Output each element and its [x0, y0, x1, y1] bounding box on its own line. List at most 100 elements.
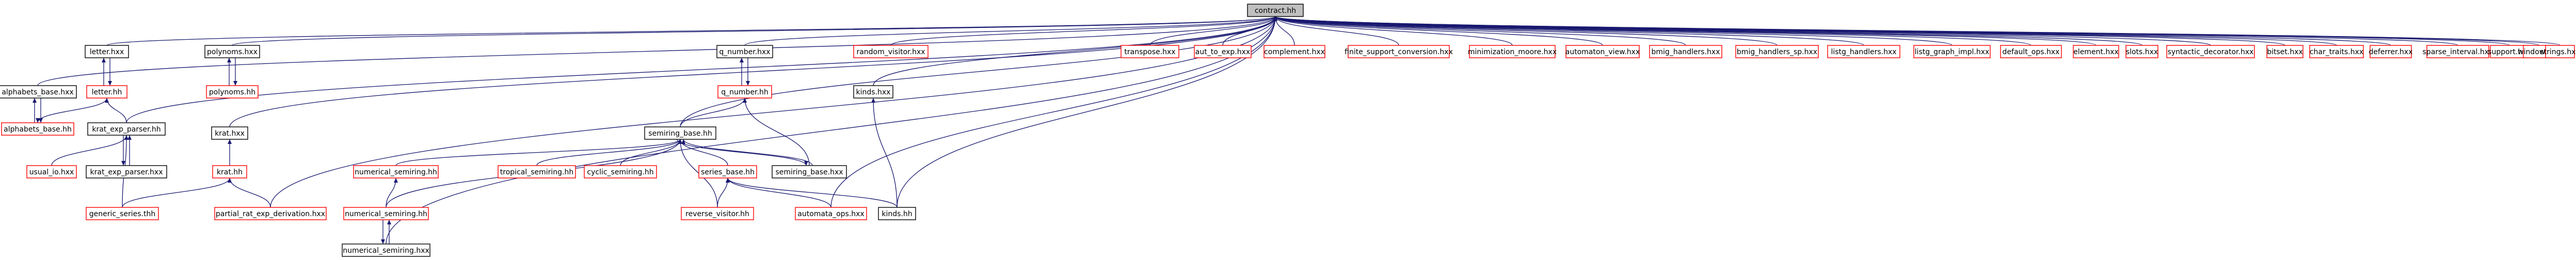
node-label: q_number.hh: [721, 88, 768, 96]
edge-krat-exp-parser-hh-to-contract-hh: [126, 16, 1277, 123]
node-box: [2166, 45, 2255, 58]
node-box: [1, 122, 74, 136]
node-complement-hxx[interactable]: complement.hxx: [1263, 45, 1325, 58]
node-krat-hxx[interactable]: krat.hxx: [211, 126, 248, 140]
node-box: [681, 207, 754, 220]
node-box: [644, 126, 716, 140]
edge-strings-hxx-to-contract-hh: [1273, 16, 2561, 46]
node-label: bmig_handlers_sp.hxx: [1737, 48, 1817, 56]
node-box: [1913, 45, 1991, 58]
node-series-base-hh[interactable]: series_base.hh: [698, 165, 757, 178]
node-label: complement.hxx: [1264, 48, 1325, 56]
node-label: partial_rat_exp_derivation.hxx: [216, 210, 325, 218]
node-box: [2000, 45, 2062, 58]
edge-semiring-base-hxx-to-q-number-hh: [743, 98, 810, 166]
node-reverse-visitor-hh[interactable]: reverse_visitor.hh: [681, 207, 754, 220]
node-minimization-moore-hxx[interactable]: minimization_moore.hxx: [1468, 45, 1557, 58]
node-label: default_ops.hxx: [2003, 48, 2060, 56]
node-slots-hxx[interactable]: slots.hxx: [2125, 45, 2158, 58]
node-semiring-base-hh[interactable]: semiring_base.hh: [644, 126, 716, 140]
node-label: syntactic_decorator.hxx: [2168, 48, 2254, 56]
node-q-number-hxx[interactable]: q_number.hxx: [716, 45, 773, 58]
node-label: transpose.hxx: [1124, 48, 1175, 56]
edge-bmig-handlers-hxx-to-contract-hh: [1273, 16, 1686, 46]
node-bmig-handlers-hxx[interactable]: bmig_handlers.hxx: [1649, 45, 1722, 58]
node-automaton-view-hxx[interactable]: automaton_view.hxx: [1565, 45, 1640, 58]
node-numerical-semiring-hh[interactable]: numerical_semiring.hh: [343, 207, 429, 220]
node-sparse-interval-hxx[interactable]: sparse_interval.hxx: [2423, 45, 2493, 58]
node-box: [86, 165, 167, 178]
node-syntactic-decorator-hxx[interactable]: syntactic_decorator.hxx: [2166, 45, 2255, 58]
node-box: [1827, 45, 1900, 58]
node-label: krat_exp_parser.hh: [92, 125, 161, 134]
node-box: [2490, 45, 2529, 58]
node-tropical-semiring-hh[interactable]: tropical_semiring.hh: [498, 165, 576, 178]
node-polynoms-hxx[interactable]: polynoms.hxx: [204, 45, 260, 58]
edge-semiring-base-hxx-to-semiring-base-hh: [681, 139, 813, 166]
node-aut-to-exp-hxx[interactable]: aut_to_exp.hxx: [1194, 45, 1252, 58]
node-letter-hxx[interactable]: letter.hxx: [85, 45, 129, 58]
node-box: [498, 165, 576, 178]
node-label: tropical_semiring.hh: [500, 168, 573, 176]
node-default-ops-hxx[interactable]: default_ops.hxx: [2000, 45, 2062, 58]
node-label: support.hxx: [2488, 48, 2531, 56]
node-partial-rat-exp-derivation-hxx[interactable]: partial_rat_exp_derivation.hxx: [214, 207, 327, 220]
node-label: krat.hh: [217, 168, 243, 176]
node-label: letter.hxx: [90, 48, 124, 56]
node-usual-io-hxx[interactable]: usual_io.hxx: [26, 165, 77, 178]
node-alphabets-base-hh[interactable]: alphabets_base.hh: [1, 122, 74, 136]
edge-automata-ops-hxx-to-series-base-hh: [726, 177, 831, 208]
node-automata-ops-hxx[interactable]: automata_ops.hxx: [795, 207, 867, 220]
edge-reverse-visitor-hh-to-series-base-hh: [717, 177, 730, 208]
node-cyclic-semiring-hh[interactable]: cyclic_semiring.hh: [584, 165, 657, 178]
node-strings-hxx[interactable]: strings.hxx: [2540, 45, 2576, 58]
node-box: [86, 85, 127, 99]
node-label: char_traits.hxx: [2310, 48, 2363, 56]
node-letter-hh[interactable]: letter.hh: [86, 85, 127, 99]
edge-generic-series-thh-to-krat-hh: [122, 177, 232, 208]
node-listg-handlers-hxx[interactable]: listg_handlers.hxx: [1827, 45, 1900, 58]
node-box: [26, 165, 77, 178]
edge-letter-hh-to-alphabets-base-hh: [36, 98, 107, 123]
node-polynoms-hh[interactable]: polynoms.hh: [206, 85, 259, 99]
node-transpose-hxx[interactable]: transpose.hxx: [1121, 45, 1179, 58]
node-element-hxx[interactable]: element.hxx: [2073, 45, 2119, 58]
node-semiring-base-hxx[interactable]: semiring_base.hxx: [772, 165, 847, 178]
node-deferrer-hxx[interactable]: deferrer.hxx: [2369, 45, 2413, 58]
node-krat-hh[interactable]: krat.hh: [212, 165, 247, 178]
node-numerical-semiring-hxx[interactable]: numerical_semiring.hxx: [342, 243, 430, 257]
node-label: contract.hh: [1255, 7, 1296, 15]
node-box: [1565, 45, 1640, 58]
edge-krat-exp-parser-hh-to-letter-hh: [105, 98, 127, 123]
node-support-hxx[interactable]: support.hxx: [2488, 45, 2531, 58]
node-numerical-semiring-hh[interactable]: numerical_semiring.hh: [353, 165, 439, 178]
node-label: automata_ops.hxx: [797, 210, 864, 218]
node-label: listg_handlers.hxx: [1831, 48, 1896, 56]
node-q-number-hh[interactable]: q_number.hh: [717, 85, 772, 99]
node-kinds-hh[interactable]: kinds.hh: [878, 207, 916, 220]
node-contract-hh[interactable]: contract.hh: [1247, 4, 1304, 17]
node-generic-series-thh[interactable]: generic_series.thh: [86, 207, 159, 220]
node-label: q_number.hxx: [719, 48, 770, 56]
node-box: [206, 85, 259, 99]
node-finite-support-conversion-hxx[interactable]: finite_support_conversion.hxx: [1345, 45, 1453, 58]
node-label: reverse_visitor.hh: [685, 210, 749, 218]
node-krat-exp-parser-hxx[interactable]: krat_exp_parser.hxx: [86, 165, 167, 178]
node-listg-graph-impl-hxx[interactable]: listg_graph_impl.hxx: [1913, 45, 1991, 58]
node-box: [698, 165, 757, 178]
edge-listg-handlers-hxx-to-contract-hh: [1273, 16, 1864, 46]
node-box: [2545, 45, 2575, 58]
node-label: series_base.hh: [701, 168, 755, 176]
node-bitset-hxx[interactable]: bitset.hxx: [2266, 45, 2303, 58]
node-box: [86, 207, 159, 220]
node-random-visitor-hxx[interactable]: random_visitor.hxx: [853, 45, 929, 58]
node-box: [2073, 45, 2119, 58]
node-alphabets-base-hxx[interactable]: alphabets_base.hxx: [0, 85, 77, 99]
node-krat-exp-parser-hh[interactable]: krat_exp_parser.hh: [87, 122, 166, 136]
node-bmig-handlers-sp-hxx[interactable]: bmig_handlers_sp.hxx: [1735, 45, 1819, 58]
node-label: aut_to_exp.hxx: [1195, 48, 1250, 56]
node-char-traits-hxx[interactable]: char_traits.hxx: [2309, 45, 2364, 58]
edge-numerical-semiring-hh-to-numerical-semiring-hh: [386, 177, 398, 208]
node-label: element.hxx: [2073, 48, 2119, 56]
node-kinds-hxx[interactable]: kinds.hxx: [853, 85, 893, 99]
